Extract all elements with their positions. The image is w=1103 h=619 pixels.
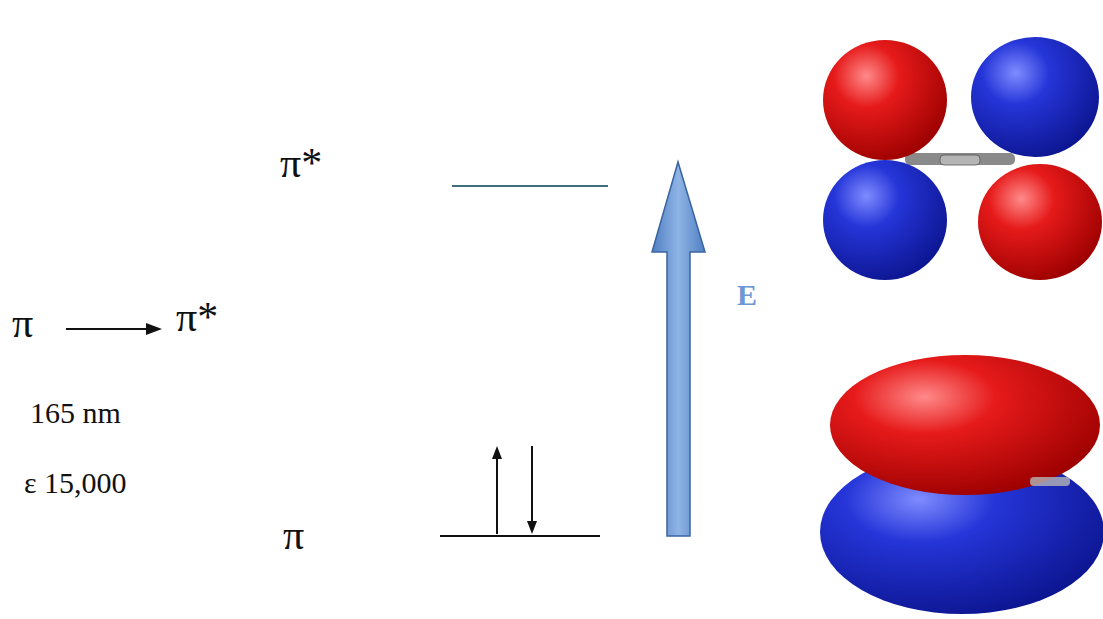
level-label: π* [280, 142, 322, 184]
pi-star-orbital [823, 37, 1102, 280]
wavelength-label: 165 nm [30, 398, 121, 428]
level-label: π [283, 514, 304, 556]
electron-arrows [492, 446, 537, 534]
transition-label: π* [176, 296, 218, 338]
pi-star-level [452, 185, 608, 187]
energy-arrow [652, 162, 705, 536]
absorptivity-label: ε 15,000 [24, 468, 127, 498]
pi-orbital [820, 355, 1103, 614]
transition-label: π [12, 302, 33, 344]
transition-arrow [66, 323, 162, 335]
energy-label: E [737, 280, 757, 310]
pi-level [440, 535, 600, 537]
